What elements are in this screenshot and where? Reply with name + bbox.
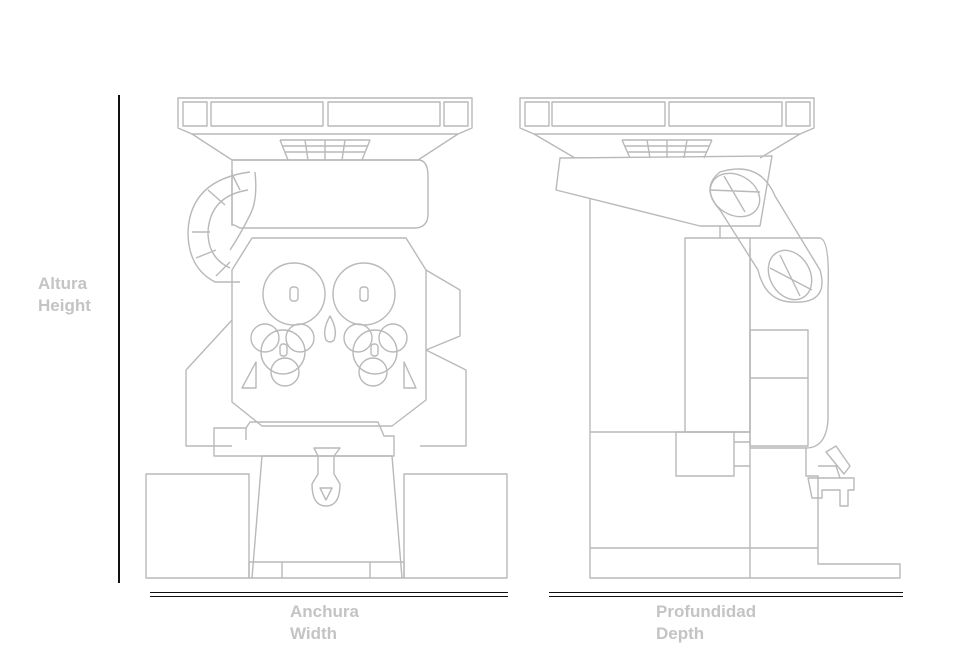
width-label-en: Width	[290, 624, 338, 643]
front-tray	[177, 97, 473, 161]
side-peel-basket	[709, 168, 823, 303]
side-tray	[519, 97, 815, 159]
front-hopper	[231, 159, 429, 229]
front-platform	[213, 421, 403, 579]
depth-dimension-line	[549, 592, 903, 597]
height-label-en: Height	[38, 296, 91, 315]
depth-label-es: Profundidad	[656, 602, 757, 621]
side-spout	[807, 445, 855, 507]
width-dimension-line	[150, 592, 508, 597]
side-body	[589, 198, 901, 579]
width-label-es: Anchura	[290, 602, 359, 621]
front-peel-basket	[187, 171, 257, 283]
front-bins	[145, 473, 508, 579]
height-label: Altura Height	[38, 273, 91, 317]
side-view	[519, 97, 901, 579]
height-dimension-line	[118, 95, 120, 583]
height-label-es: Altura	[38, 274, 88, 293]
depth-label-en: Depth	[656, 624, 705, 643]
front-body	[185, 237, 467, 447]
width-label: Anchura Width	[290, 601, 359, 645]
front-view	[145, 97, 508, 579]
depth-label: Profundidad Depth	[656, 601, 756, 645]
